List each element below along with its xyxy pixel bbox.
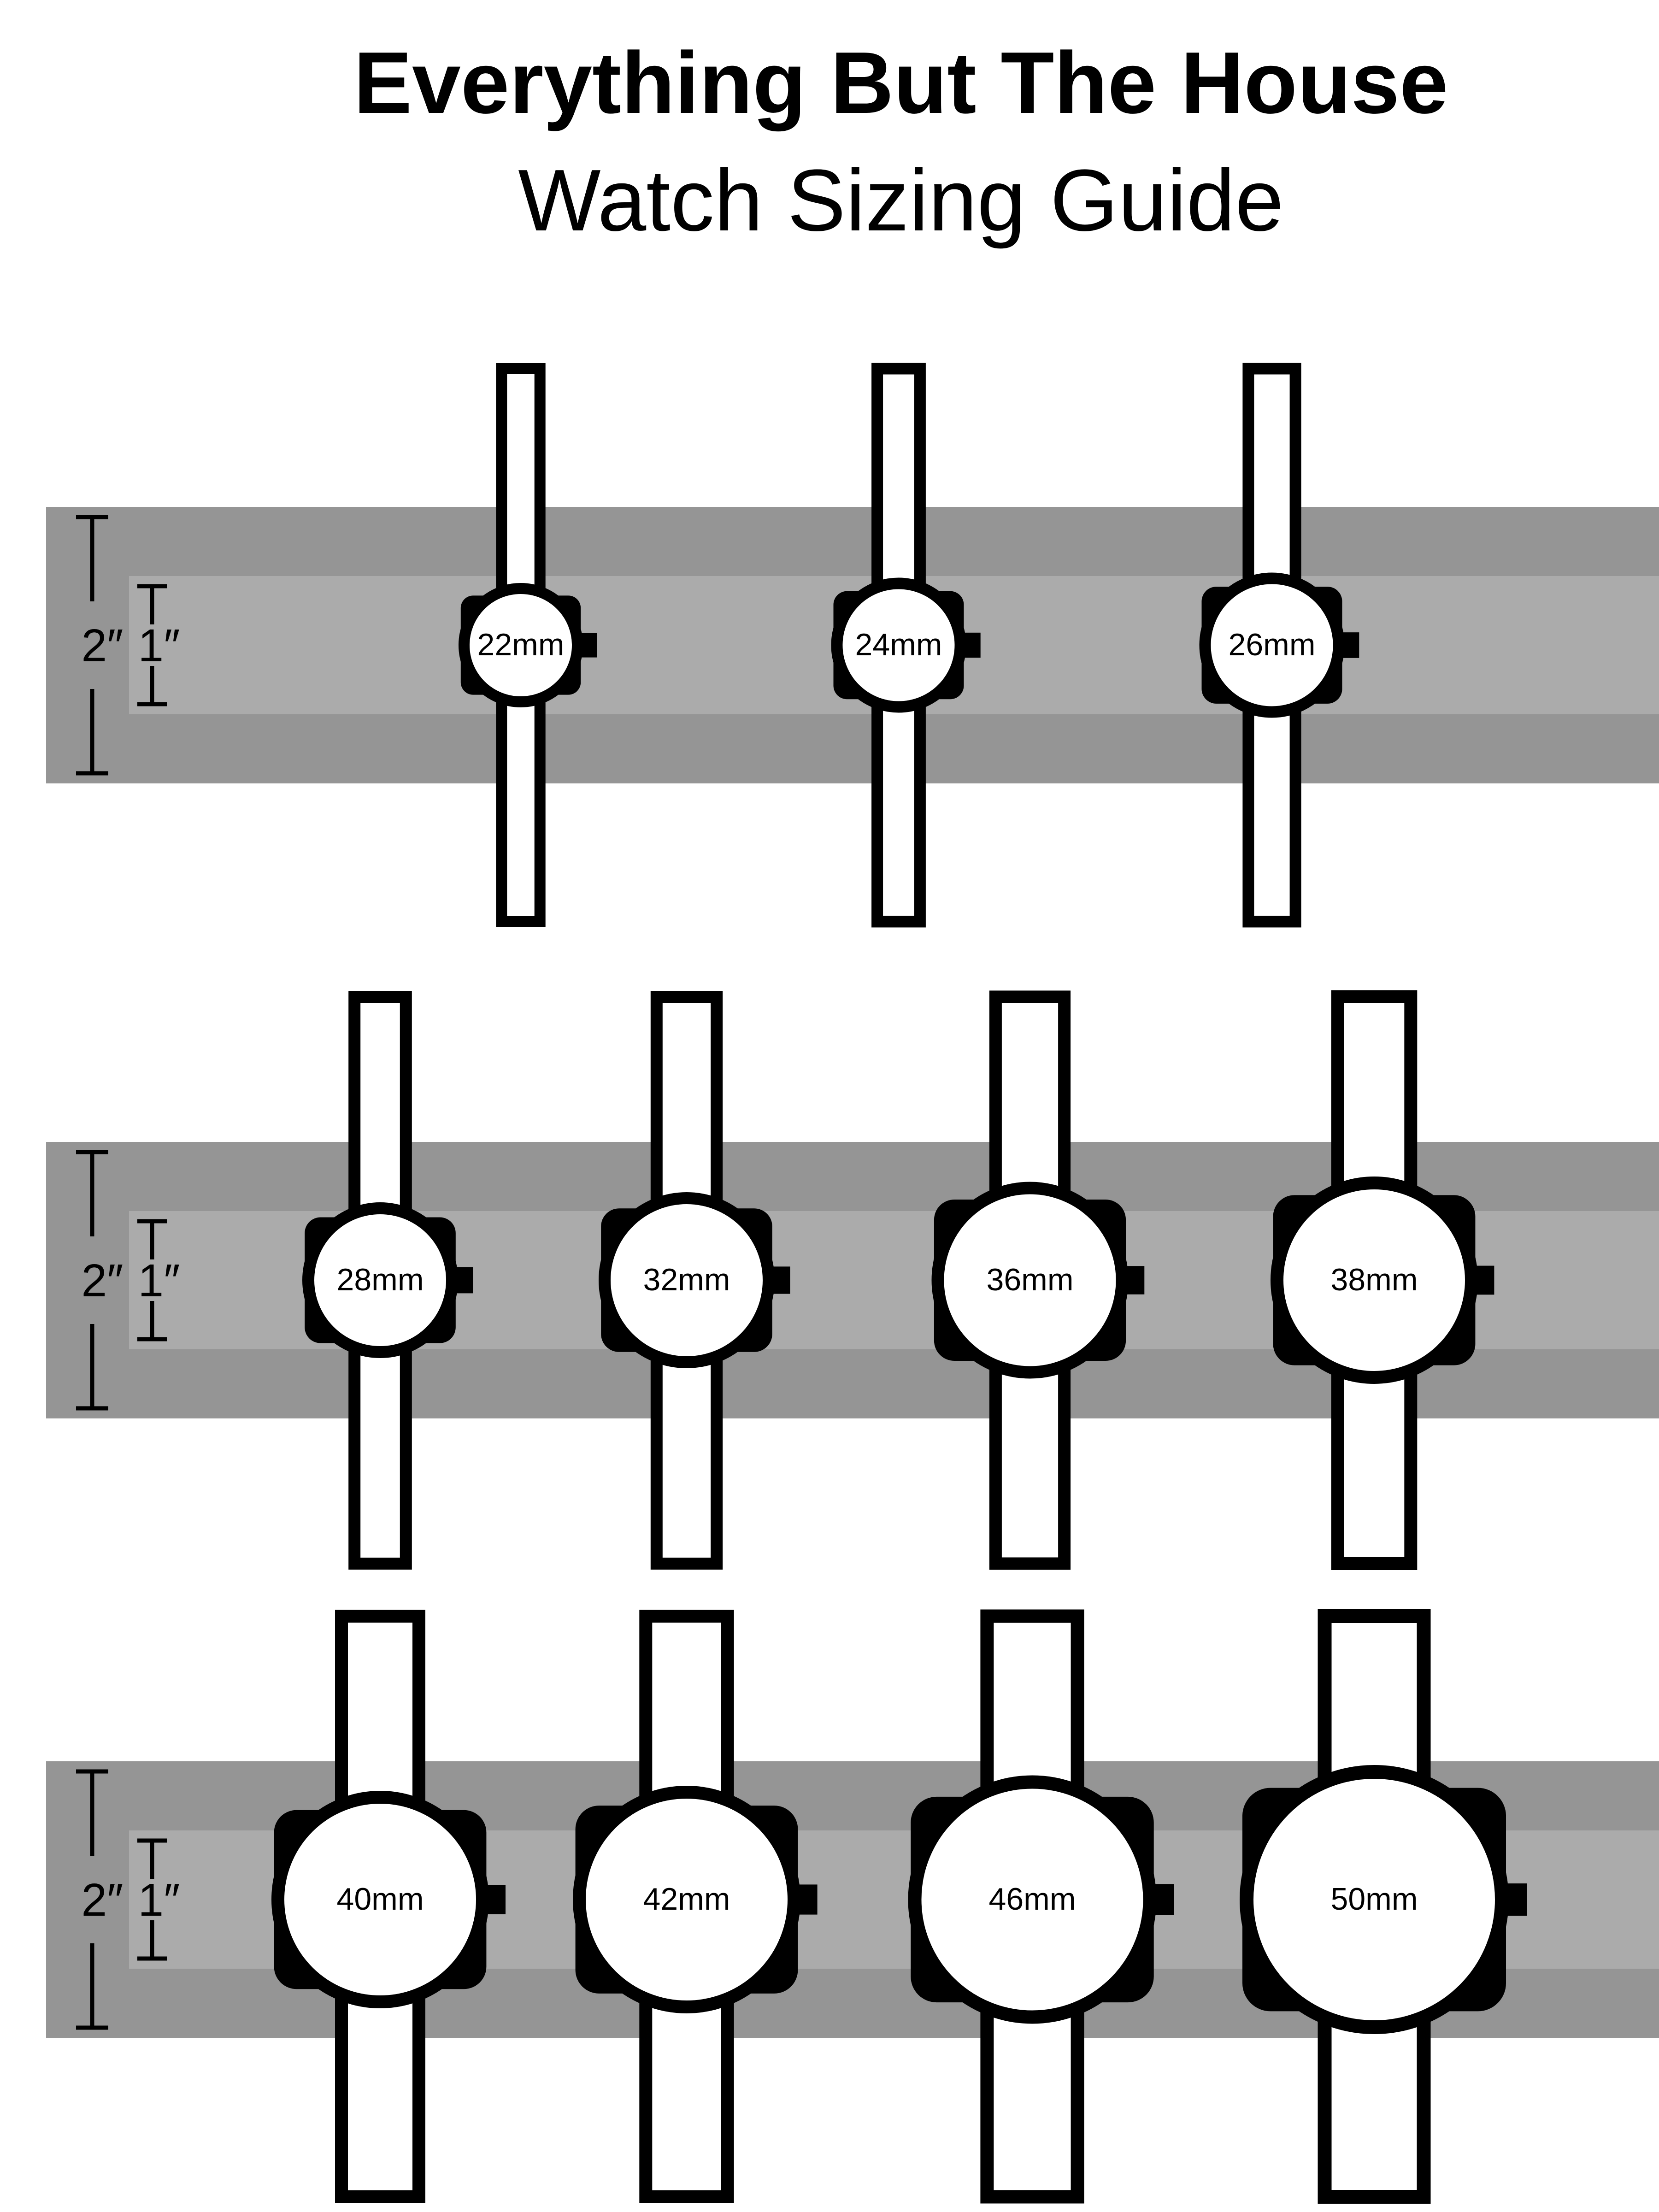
scale-marker: 2″ 1″: [76, 515, 180, 776]
watch-illustrations: 22mm 24mm 26mm 28mm 32mm 36mm 38mm 40mm 42mm 46mm…: [271, 363, 1527, 2204]
watch-face: [831, 577, 966, 713]
watch-face: [908, 1775, 1157, 2024]
watch-36mm: 36mm: [931, 990, 1145, 1570]
watch-crown: [773, 1266, 790, 1294]
watch-crown: [1342, 632, 1359, 658]
watch-32mm: 32mm: [599, 991, 790, 1570]
watch-face: [1271, 1177, 1478, 1384]
watch-face: [459, 583, 583, 707]
watch-28mm: 28mm: [302, 991, 473, 1570]
watch-size-label: 38mm: [1331, 1262, 1418, 1297]
watch-crown: [1507, 1883, 1527, 1916]
watch-crown: [487, 1885, 506, 1914]
watch-crown: [581, 633, 597, 658]
watch-24mm: 24mm: [831, 363, 981, 928]
watch-size-label: 50mm: [1331, 1882, 1418, 1917]
page-title: Everything But The House: [353, 34, 1448, 132]
watch-crown: [799, 1884, 818, 1915]
scale-marker: 2″ 1″: [76, 1150, 180, 1411]
watch-face: [931, 1182, 1129, 1379]
watch-crown: [456, 1267, 473, 1294]
watch-face: [1240, 1765, 1509, 2034]
watch-26mm: 26mm: [1199, 363, 1359, 928]
watch-face: [573, 1786, 800, 2013]
scale-label-1in: 1″: [138, 1874, 180, 1926]
watch-size-label: 36mm: [987, 1262, 1074, 1297]
watch-crown: [1476, 1265, 1494, 1295]
watch-46mm: 46mm: [908, 1609, 1174, 2204]
scale-label-1in: 1″: [138, 1255, 180, 1306]
watch-size-label: 26mm: [1229, 627, 1316, 662]
scale-label-1in: 1″: [138, 620, 180, 671]
watch-40mm: 40mm: [271, 1610, 506, 2203]
watch-size-label: 46mm: [989, 1882, 1076, 1917]
watch-crown: [964, 632, 981, 658]
scale-marker: 2″ 1″: [76, 1769, 180, 2030]
watch-38mm: 38mm: [1271, 990, 1494, 1570]
watch-42mm: 42mm: [573, 1610, 818, 2203]
watch-size-label: 42mm: [643, 1882, 730, 1917]
watch-face: [302, 1202, 458, 1358]
page-subtitle: Watch Sizing Guide: [518, 152, 1283, 249]
watch-face: [599, 1192, 775, 1368]
watch-crown: [1154, 1884, 1174, 1915]
watch-50mm: 50mm: [1240, 1609, 1527, 2204]
watch-face: [271, 1791, 489, 2008]
watch-face: [1199, 572, 1345, 718]
watch-size-label: 22mm: [477, 627, 565, 662]
scale-markers: 2″ 1″ 2″ 1″ 2″ 1″: [76, 515, 180, 2030]
scale-label-2in: 2″: [81, 620, 123, 671]
watch-size-label: 40mm: [337, 1882, 424, 1917]
scale-label-2in: 2″: [81, 1255, 123, 1306]
watch-size-label: 28mm: [337, 1262, 424, 1297]
watch-22mm: 22mm: [459, 363, 597, 927]
watch-size-label: 32mm: [643, 1262, 730, 1297]
scale-label-2in: 2″: [81, 1874, 123, 1926]
watch-size-label: 24mm: [855, 627, 942, 662]
watch-crown: [1126, 1266, 1145, 1294]
